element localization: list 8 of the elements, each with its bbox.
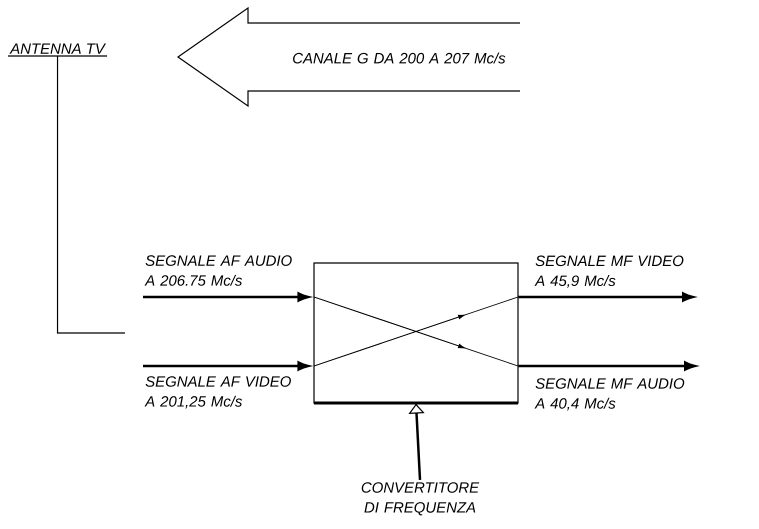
signal-label: SEGNALE MF VIDEO A 45,9 Mc/s: [534, 256, 684, 288]
signal-label: SEGNALE AF VIDEO A 201,25 Mc/s: [144, 376, 291, 408]
signal-label: SEGNALE MF AUDIO A 40,4 Mc/s: [534, 378, 684, 410]
converter-box: [313, 262, 519, 404]
antenna-line: [56, 56, 125, 334]
text-label: CONVERTITORE DI FREQUENZA: [362, 482, 480, 516]
signal-label: SEGNALE AF AUDIO A 206.75 Mc/s: [144, 255, 292, 286]
text-label: ANTENNA TV: [8, 44, 108, 57]
